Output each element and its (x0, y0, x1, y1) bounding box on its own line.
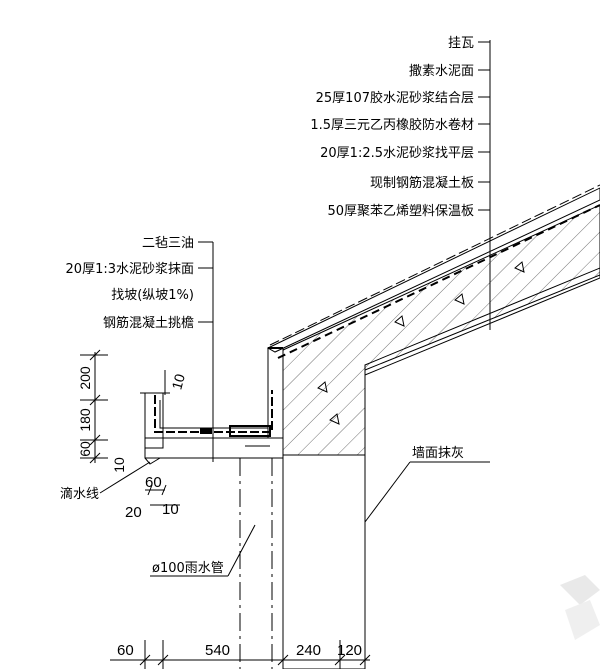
gutter-labels: 二毡三油 20厚1:3水泥砂浆抹面 找坡(纵坡1%) 钢筋混凝土挑檐 (66, 236, 194, 331)
roof-layer-7: 50厚聚苯乙烯塑料保温板 (327, 204, 474, 219)
dim-120: 120 (337, 642, 362, 659)
dim-10-small: 10 (162, 501, 179, 518)
dim-180: 180 (77, 408, 93, 432)
roof-layer-5: 20厚1:2.5水泥砂浆找平层 (320, 146, 474, 161)
gutter-parapet (267, 347, 284, 439)
gutter-body (140, 390, 284, 669)
roof-layer-leader (478, 40, 491, 330)
roof-slab (266, 184, 600, 456)
roof-layer-1: 挂瓦 (448, 36, 474, 51)
watermark-logo (560, 575, 600, 640)
dim-540: 540 (205, 642, 230, 659)
bottom-dimension-chain: 60 540 240 120 (110, 640, 371, 669)
drip-line-label: 滴水线 (60, 486, 99, 502)
dim-10-v: 10 (111, 457, 127, 473)
wall-finish-label: 墙面抹灰 (412, 446, 464, 461)
drip-line-callout: 滴水线 (60, 461, 151, 502)
gutter-label-4: 钢筋混凝土挑檐 (103, 315, 194, 331)
dim-20-small: 20 (125, 504, 142, 521)
roof-layer-labels: 挂瓦 撒素水泥面 25厚107胶水泥砂浆结合层 1.5厚三元乙丙橡胶防水卷材 2… (310, 36, 474, 219)
vertical-dimension-chain: 200 180 60 10 (77, 349, 127, 473)
roof-layer-4: 1.5厚三元乙丙橡胶防水卷材 (310, 117, 474, 133)
dim-60-small: 60 (145, 474, 162, 491)
dim-240: 240 (296, 642, 321, 659)
small-dimensions: 10 60 20 10 (125, 370, 188, 521)
wall-finish-callout: 墙面抹灰 (364, 446, 490, 523)
dim-60-v: 60 (77, 441, 93, 457)
downpipe-callout: ø100雨水管 (150, 524, 256, 577)
roof-layer-6: 现制钢筋混凝土板 (370, 175, 474, 191)
gutter-label-3: 找坡(纵坡1%) (111, 288, 194, 303)
dim-60-bottom: 60 (117, 642, 134, 659)
gutter-label-1: 二毡三油 (142, 236, 194, 251)
dim-10-top: 10 (168, 372, 188, 391)
dim-200: 200 (77, 366, 93, 390)
roof-layer-2: 撒素水泥面 (409, 63, 474, 79)
roof-layer-3: 25厚107胶水泥砂浆结合层 (316, 90, 474, 106)
gutter-label-leader (198, 241, 214, 462)
downpipe-label: ø100雨水管 (152, 561, 224, 576)
gutter-label-2: 20厚1:3水泥砂浆抹面 (66, 262, 194, 277)
